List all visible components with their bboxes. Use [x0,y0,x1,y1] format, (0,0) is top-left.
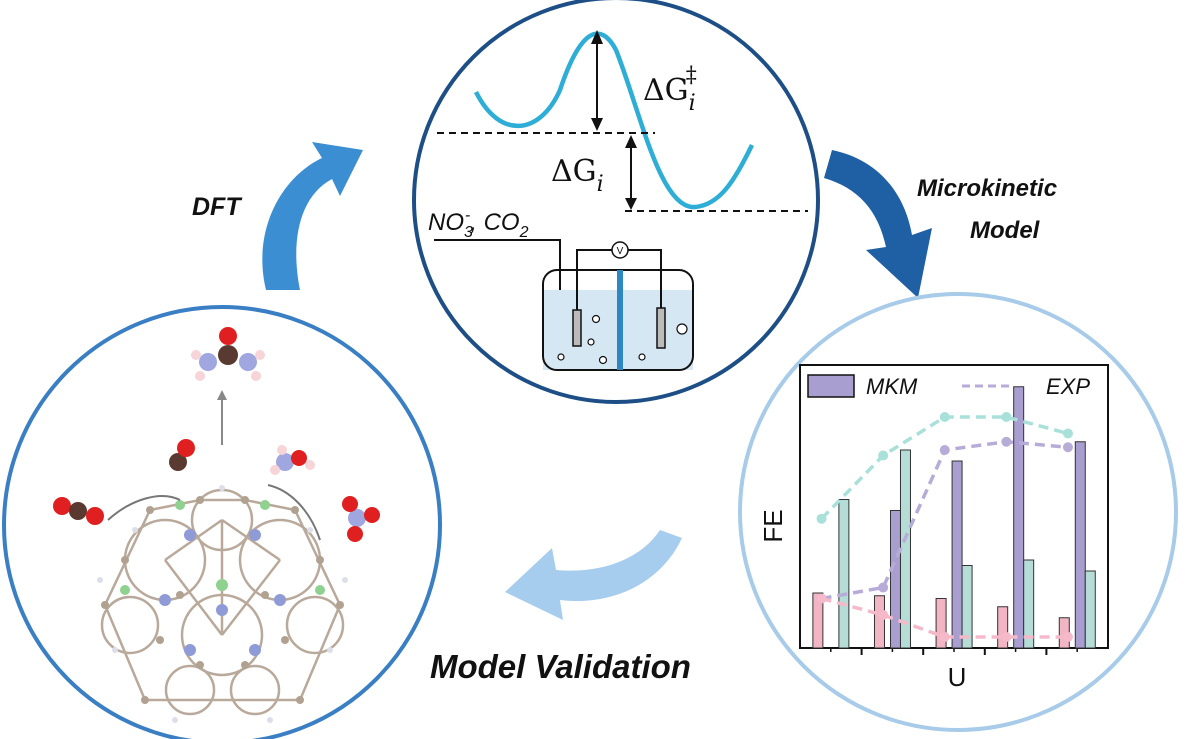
bubble [676,323,688,335]
bubble [587,338,595,346]
voltmeter [611,241,629,259]
nh2-fragment [270,445,315,475]
bar-teal [838,499,850,649]
energy-profile-panel: ΔGi‡ ΔGi NO3-, CO2 V [412,0,820,404]
line-point [1062,428,1073,439]
co-molecule [169,439,195,471]
product-arrow-head [217,390,227,400]
reaction-delta-g: ΔG [551,154,597,189]
top-circle [412,0,820,404]
adsorption-arrow-right [267,484,321,541]
bubble [591,314,601,324]
barrier-subscript: i [689,91,696,116]
barrier-superscript: ‡ [686,63,697,88]
fe-chart-panel: MKM EXP FE U [738,292,1178,732]
nitrate-charge: - [465,207,470,224]
bar-pink [873,595,885,649]
line-point [1062,632,1073,642]
microkinetic-label-line1: Microkinetic [917,175,1057,202]
model-validation-arrow [505,530,682,620]
catalyst-framework [97,485,348,723]
line-point [816,593,827,604]
line-point [1001,632,1012,642]
nitrate-label: NO [428,209,464,236]
co2-label: , CO [470,209,519,236]
voltmeter-label: V [617,246,624,257]
cathode [572,309,582,347]
reactants-label: NO3-, CO2 [428,207,529,241]
bar-pink [935,598,947,649]
bar-teal [1084,570,1096,649]
urea-molecule [191,327,265,381]
legend-label-exp: EXP [1046,374,1090,399]
line-point [816,513,827,524]
bar-teal [1023,559,1035,649]
bar-mkm [1074,441,1086,649]
energy-curve [473,31,755,210]
bar-teal [961,565,973,649]
adsorption-arrow-left [107,495,181,521]
co2-molecule [53,497,104,525]
line-point [878,450,889,461]
reaction-arrow-head-top [625,135,637,148]
barrier-label: ΔGi ‡ [643,63,697,116]
y-axis-label: FE [758,509,788,542]
bubble [638,353,646,361]
bar-mkm [889,510,901,649]
circuit-wire [576,249,662,310]
barrier-delta-g: ΔG [643,73,689,108]
legend-label-mkm: MKM [866,374,918,399]
x-axis-label: U [948,662,967,692]
microkinetic-label-line2: Model [970,217,1041,244]
microkinetic-arrow [824,150,932,298]
legend-swatch-mkm [807,374,855,398]
line-point [878,610,889,620]
line-point [939,445,950,455]
line-point [939,412,950,422]
bar-pink [997,606,1009,649]
bar-mkm [1013,386,1025,649]
reaction-energy-label: ΔGi [551,154,604,197]
dft-arrow [262,142,363,290]
bar-mkm [951,460,963,649]
bar-pink [812,592,824,649]
barrier-arrow-head-top [591,30,603,44]
line-point [878,582,889,593]
reaction-arrow-head-bottom [625,198,637,210]
line-point [939,632,950,642]
line-point [1062,442,1073,453]
nitrate-molecule [342,496,380,542]
dft-label: DFT [192,193,243,221]
barrier-arrow-head-bottom [591,118,603,131]
nitrate-subscript: 3 [464,224,473,241]
model-validation-label: Model Validation [430,648,691,685]
co2-subscript: 2 [519,224,529,241]
bubble [557,353,565,361]
line-point [1001,436,1012,447]
line-point [1001,412,1012,422]
bubble [598,355,608,365]
anode [656,307,666,349]
reaction-subscript: i [597,172,604,197]
fe-chart [799,364,1109,655]
catalyst-panel [2,305,442,739]
